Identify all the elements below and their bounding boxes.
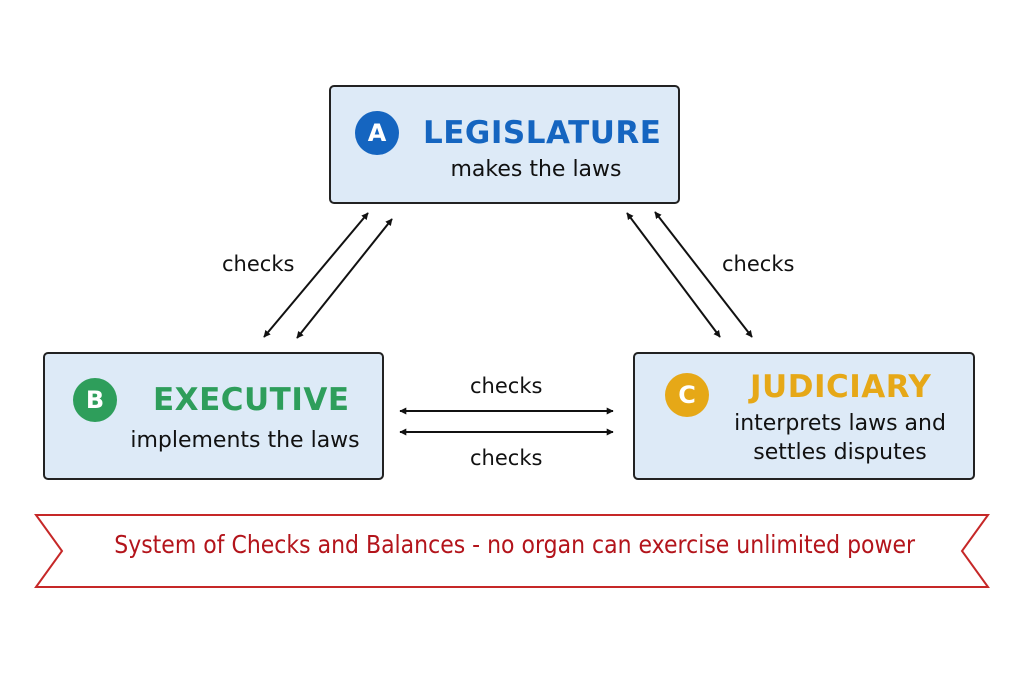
arrow-legislature-judiciary-2 (654, 211, 753, 338)
judiciary-title: JUDICIARY (750, 369, 932, 405)
legislature-description: makes the laws (450, 157, 622, 182)
judiciary-badge: C (665, 373, 709, 417)
legislature-box: A LEGISLATURE makes the laws (329, 85, 680, 204)
arrow-legislature-executive-2 (296, 218, 393, 339)
executive-badge: B (73, 378, 117, 422)
banner-ribbon (34, 514, 990, 588)
judiciary-description: interprets laws and settles disputes (734, 411, 946, 465)
checks-label-executive-judiciary-top: checks (470, 374, 543, 398)
checks-label-legislature-judiciary: checks (722, 252, 795, 276)
executive-title: EXECUTIVE (153, 382, 350, 418)
legislature-title: LEGISLATURE (423, 115, 662, 151)
executive-box: B EXECUTIVE implements the laws (43, 352, 384, 480)
banner-text: System of Checks and Balances - no organ… (114, 530, 916, 559)
executive-description: implements the laws (130, 428, 360, 453)
legislature-badge: A (355, 111, 399, 155)
arrow-legislature-judiciary-1 (626, 212, 721, 338)
checks-label-legislature-executive: checks (222, 252, 295, 276)
checks-label-executive-judiciary-bottom: checks (470, 446, 543, 470)
judiciary-box: C JUDICIARY interprets laws and settles … (633, 352, 975, 480)
